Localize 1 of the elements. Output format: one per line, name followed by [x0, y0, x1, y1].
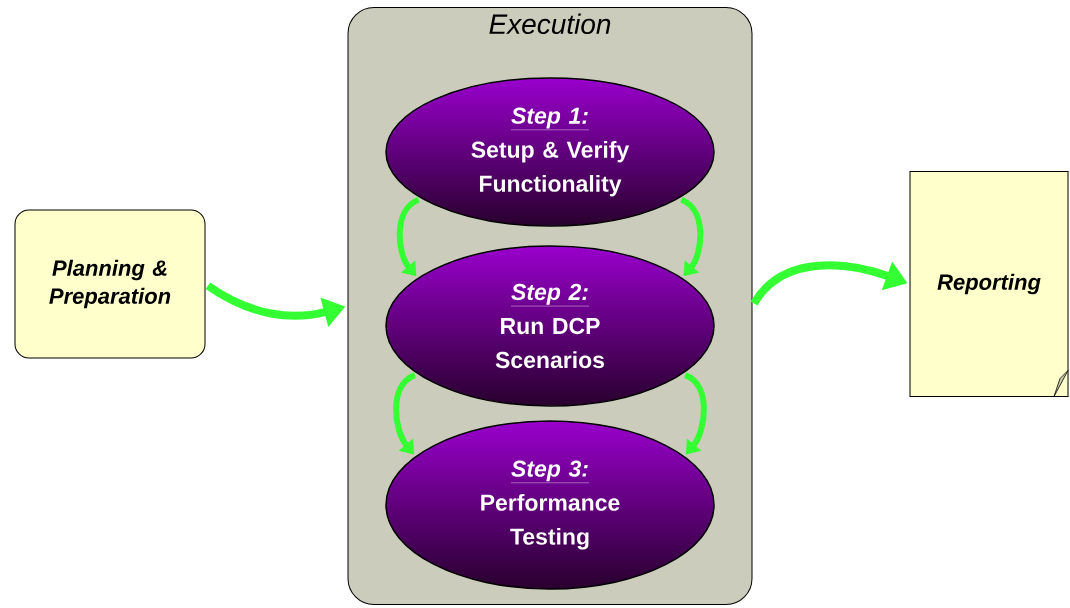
process-box: Planning & Preparation [14, 209, 206, 359]
